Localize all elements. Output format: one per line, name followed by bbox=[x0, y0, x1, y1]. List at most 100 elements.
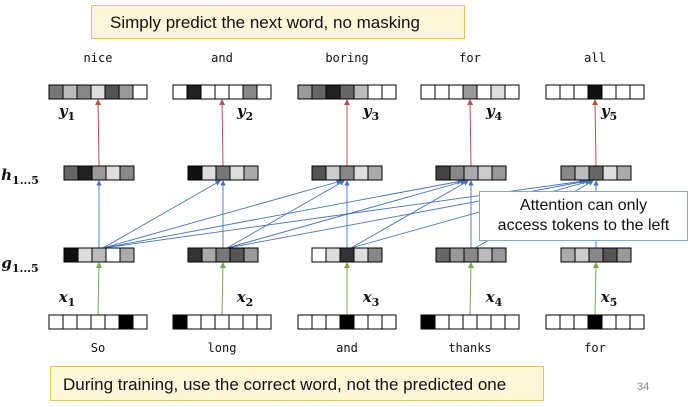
input-vector-x4-cell bbox=[504, 314, 520, 330]
input-vector-x4-cell bbox=[490, 314, 506, 330]
input-word: thanks bbox=[448, 341, 491, 355]
hidden-vector-g1-cell bbox=[105, 247, 121, 263]
input-vector-x3-cell bbox=[367, 314, 383, 330]
hidden-vector-g4-cell bbox=[477, 247, 493, 263]
input-vector-x2-cell bbox=[228, 314, 244, 330]
input-vector-x1-cell bbox=[132, 314, 148, 330]
output-vector-y1-cell bbox=[62, 84, 78, 100]
input-vector-x2-cell bbox=[186, 314, 202, 330]
output-vector-y4-cell bbox=[462, 84, 478, 100]
input-vector-x4-cell bbox=[476, 314, 492, 330]
row-label-g: g1...5 bbox=[1, 254, 38, 275]
output-vector-y3-cell bbox=[325, 84, 341, 100]
input-arrow bbox=[219, 262, 226, 316]
output-vector-y1-cell bbox=[48, 84, 64, 100]
hidden-vector-g3-cell bbox=[325, 247, 341, 263]
output-vector-y5-cell bbox=[587, 84, 603, 100]
hidden-vector-h1-cell bbox=[77, 165, 93, 181]
output-word: all bbox=[584, 51, 606, 65]
output-arrow bbox=[95, 99, 102, 167]
input-vector-x3-cell bbox=[325, 314, 341, 330]
output-vector-y5-cell bbox=[615, 84, 631, 100]
output-word: for bbox=[459, 51, 481, 65]
y-label: y4 bbox=[485, 102, 503, 123]
output-word: nice bbox=[84, 51, 113, 65]
y-label: y1 bbox=[58, 102, 75, 123]
x-label: x2 bbox=[236, 288, 254, 309]
hidden-vector-g5-cell bbox=[574, 247, 590, 263]
output-vector-y4-cell bbox=[504, 84, 520, 100]
top-callout: Simply predict the next word, no masking bbox=[91, 5, 465, 39]
output-vector-y3-cell bbox=[339, 84, 355, 100]
hidden-vector-g2-cell bbox=[243, 247, 259, 263]
input-vector-x1-cell bbox=[76, 314, 92, 330]
output-vector-y1 bbox=[48, 84, 148, 100]
hidden-vector-h1 bbox=[63, 165, 135, 181]
input-vector-x5-cell bbox=[545, 314, 561, 330]
hidden-vector-h5-cell bbox=[602, 165, 618, 181]
output-vector-y4-cell bbox=[448, 84, 464, 100]
output-vector-y5 bbox=[545, 84, 645, 100]
input-word: long bbox=[208, 341, 237, 355]
attention-arrow bbox=[102, 179, 463, 249]
output-vector-y2-cell bbox=[256, 84, 272, 100]
hidden-vector-h5 bbox=[560, 165, 632, 181]
input-vector-x2-cell bbox=[256, 314, 272, 330]
top-callout-text: Simply predict the next word, no masking bbox=[110, 13, 420, 32]
output-vector-y5-cell bbox=[601, 84, 617, 100]
input-vector-x3-cell bbox=[311, 314, 327, 330]
input-word: So bbox=[91, 341, 105, 355]
attention-callout-line-1: Attention can only bbox=[519, 197, 648, 214]
hidden-vector-g5-cell bbox=[588, 247, 604, 263]
output-vector-y2 bbox=[172, 84, 272, 100]
output-arrow bbox=[592, 99, 599, 167]
input-arrow bbox=[95, 262, 102, 316]
hidden-vector-g5-cell bbox=[560, 247, 576, 263]
hidden-vector-h3-cell bbox=[353, 165, 369, 181]
output-arrow bbox=[219, 99, 226, 167]
hidden-vector-h4-cell bbox=[449, 165, 465, 181]
hidden-vector-h3 bbox=[311, 165, 383, 181]
hidden-vector-g4-cell bbox=[491, 247, 507, 263]
hidden-vector-h4-cell bbox=[463, 165, 479, 181]
bottom-callout: During training, use the correct word, n… bbox=[50, 366, 544, 401]
hidden-vector-g4-cell bbox=[463, 247, 479, 263]
output-vector-y1-cell bbox=[104, 84, 120, 100]
hidden-vector-g5-cell bbox=[616, 247, 632, 263]
hidden-vector-g4-cell bbox=[435, 247, 451, 263]
output-vector-y1-cell bbox=[132, 84, 148, 100]
hidden-vector-g2-cell bbox=[187, 247, 203, 263]
output-vector-y5-cell bbox=[559, 84, 575, 100]
output-vector-y2-cell bbox=[200, 84, 216, 100]
attention-arrow bbox=[102, 180, 221, 249]
hidden-vector-g2-cell bbox=[229, 247, 245, 263]
input-vector-x1-cell bbox=[62, 314, 78, 330]
hidden-vector-h2 bbox=[187, 165, 259, 181]
input-vector-x3-cell bbox=[297, 314, 313, 330]
input-vector-x2-cell bbox=[172, 314, 188, 330]
input-vector-x3-cell bbox=[381, 314, 397, 330]
input-vector-x1-cell bbox=[90, 314, 106, 330]
hidden-vector-g1-cell bbox=[119, 247, 135, 263]
output-vector-y5-cell bbox=[573, 84, 589, 100]
hidden-vector-h3-cell bbox=[367, 165, 383, 181]
output-vector-y3 bbox=[297, 84, 397, 100]
hidden-vector-h1-cell bbox=[105, 165, 121, 181]
hidden-vector-g3-cell bbox=[339, 247, 355, 263]
hidden-vector-h1-cell bbox=[91, 165, 107, 181]
hidden-vector-h4-cell bbox=[435, 165, 451, 181]
page-number: 34 bbox=[637, 381, 650, 393]
output-arrow bbox=[467, 99, 474, 167]
hidden-vector-h4-cell bbox=[477, 165, 493, 181]
input-vector-x5-cell bbox=[573, 314, 589, 330]
x-label: x4 bbox=[485, 288, 503, 309]
output-vector-y2-cell bbox=[242, 84, 258, 100]
output-vector-y1-cell bbox=[90, 84, 106, 100]
hidden-vector-g5 bbox=[560, 247, 632, 263]
labels-layer: niceSoandlongboringandforthanksallfory1x… bbox=[1, 51, 617, 355]
output-vector-y2-cell bbox=[228, 84, 244, 100]
hidden-vector-g1 bbox=[63, 247, 135, 263]
output-vector-y4 bbox=[420, 84, 520, 100]
hidden-vector-h5-cell bbox=[588, 165, 604, 181]
input-vector-x2-cell bbox=[200, 314, 216, 330]
